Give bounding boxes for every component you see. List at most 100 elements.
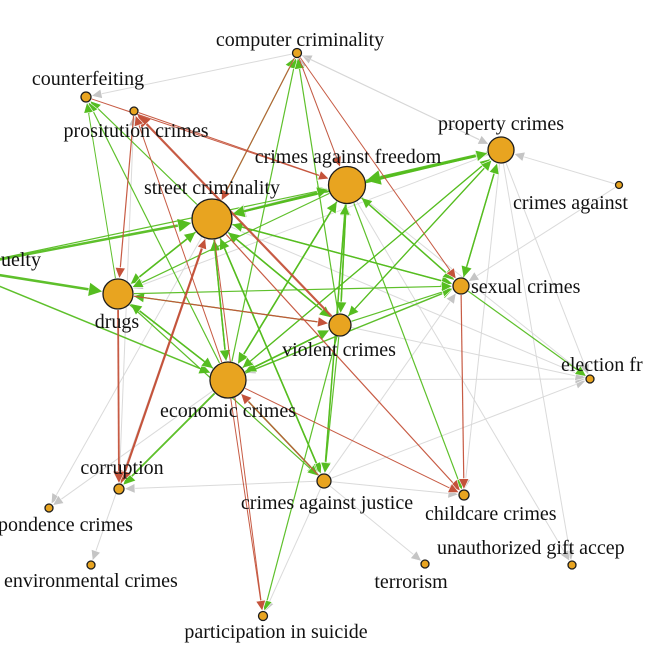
arrowhead-prostitution-to-freedom	[317, 170, 330, 181]
label-violent: violent crimes	[282, 339, 396, 361]
arrowhead-economic-to-drugs	[129, 303, 144, 316]
label-drugs: drugs	[95, 311, 140, 333]
edge-violent-to-suicide	[266, 336, 338, 601]
arrowhead-economic-to-childcare	[447, 483, 460, 493]
edge-justice-to-sexual	[328, 301, 451, 475]
edge-property-to-childcare	[465, 163, 501, 480]
label-election: election fr	[561, 354, 643, 376]
arrowhead-street-to-property	[474, 149, 489, 162]
arrowhead-drugs-to-corruption	[112, 470, 126, 485]
edge-drugs-to-sexual	[133, 285, 442, 295]
edge-freedom-to-unauthorized	[356, 201, 565, 553]
edge-economic-to-violent	[244, 334, 320, 373]
edge-violent-to-sexual	[351, 291, 443, 322]
edge-prostitution-to-freedom	[138, 112, 320, 176]
edge-economic-to-correspondence	[60, 390, 213, 500]
label-sexual: sexual crimes	[471, 276, 581, 298]
edge-property-to-drugs	[142, 154, 489, 286]
edge-economic-to-computer	[231, 68, 295, 362]
arrowhead-sexual-to-election	[573, 365, 587, 377]
edge-violent-to-property	[347, 167, 485, 317]
edge-computer-to-freedom	[298, 57, 338, 158]
label-computer: computer criminality	[216, 29, 384, 51]
label-correspondence: pondence crimes	[0, 514, 133, 536]
edge-property-to-election	[505, 162, 586, 366]
label-childcare: childcare crimes	[425, 503, 557, 525]
edge-economic-to-suicide	[230, 398, 262, 601]
arrowhead-violent-to-justice	[320, 461, 332, 475]
edge-street-to-election	[231, 226, 577, 374]
arrowhead-drugs-to-violent	[316, 316, 330, 328]
node-prostitution	[129, 106, 139, 116]
arrowhead-street-to-economic	[218, 349, 232, 363]
node-unauthorized	[567, 560, 577, 570]
edge-prostitution-to-drugs	[119, 115, 135, 268]
edge-drugs-to-corruption	[117, 309, 120, 472]
arrowhead-computer-to-sexual	[445, 267, 457, 280]
edge-computer-to-sexual	[299, 57, 451, 271]
edge-economic-to-property	[242, 165, 483, 369]
edge-corruption-to-street	[120, 248, 203, 484]
edge-drugs-to-counterfeiting	[88, 112, 116, 279]
edge-justice-to-terrorism	[329, 485, 414, 555]
arrowhead-computer-to-counterfeiting	[90, 88, 103, 99]
label-property: property crimes	[438, 113, 564, 135]
node-freedom	[327, 165, 367, 205]
node-counterfeiting	[80, 91, 92, 103]
arrowhead-economic-to-violent	[316, 329, 331, 341]
edge-freedom-to-childcare	[353, 203, 459, 480]
arrowhead-drugs-to-justice	[306, 464, 319, 477]
edge-sexual-to-childcare	[460, 294, 465, 479]
edge-property-to-unauthorized	[502, 163, 570, 551]
node-sexual	[452, 277, 470, 295]
edge-against_right-to-property	[523, 156, 615, 185]
arrowhead-against_right-to-sexual	[467, 271, 481, 282]
edge-violent-to-prostitution	[145, 123, 333, 318]
edge-computer-to-property	[301, 54, 480, 141]
label-street: street criminality	[144, 177, 280, 199]
arrowhead-street-to-environmental	[90, 548, 102, 562]
label-counterfeiting: counterfeiting	[32, 68, 144, 90]
edge-freedom-to-election	[361, 196, 579, 371]
arrowhead-sexual-to-property	[488, 162, 500, 176]
edge-street-to-sexual	[232, 223, 442, 282]
edge-cruelty-to-drugs	[0, 273, 90, 291]
label-unauthorized: unauthorized gift accep	[437, 537, 625, 559]
edge-economic-to-counterfeiting	[92, 111, 221, 364]
arrowhead-economic-to-prostitution	[133, 114, 145, 128]
edge-computer-to-counterfeiting	[101, 53, 292, 95]
label-terrorism: terrorism	[374, 571, 448, 593]
arrowhead-prostitution-to-drugs	[114, 266, 126, 280]
edge-street-to-suicide	[214, 239, 262, 601]
edge-against_right-to-sexual	[476, 187, 616, 277]
node-justice	[316, 473, 332, 489]
label-environmental: environmental crimes	[4, 570, 178, 592]
arrowhead-property-to-election	[579, 362, 590, 376]
edge-economic-to-childcare	[244, 387, 450, 489]
edge-sexual-to-property	[462, 173, 495, 278]
node-childcare	[458, 489, 470, 501]
edge-street-to-justice	[219, 238, 318, 464]
label-prostitution: prositution crimes	[64, 120, 209, 142]
arrowhead-freedom-to-unauthorized	[559, 549, 571, 562]
edge-street-to-economic	[213, 239, 226, 351]
edge-justice-to-economic	[247, 400, 319, 476]
label-suicide: participation in suicide	[184, 621, 367, 643]
arrowhead-justice-to-corruption	[123, 482, 136, 494]
edge-economic-to-drugs	[138, 310, 214, 369]
edge-cruelty-to-economic	[0, 285, 201, 370]
edge-violent-to-justice	[325, 336, 340, 463]
node-street	[191, 198, 233, 240]
arrowhead-cruelty-to-drugs	[87, 281, 104, 297]
arrowhead-drugs-to-sexual	[441, 280, 454, 293]
edge-economic-to-corruption	[130, 392, 216, 478]
arrowhead-corruption-to-street	[196, 237, 207, 251]
arrowhead-cruelty-to-street	[176, 218, 193, 234]
node-terrorism	[420, 559, 430, 569]
label-corruption: corruption	[80, 457, 163, 479]
edge-freedom-to-sexual	[361, 197, 447, 274]
node-property	[487, 136, 515, 164]
arrowhead-sexual-to-childcare	[458, 478, 470, 491]
arrowhead-drugs-to-counterfeiting	[83, 101, 94, 114]
